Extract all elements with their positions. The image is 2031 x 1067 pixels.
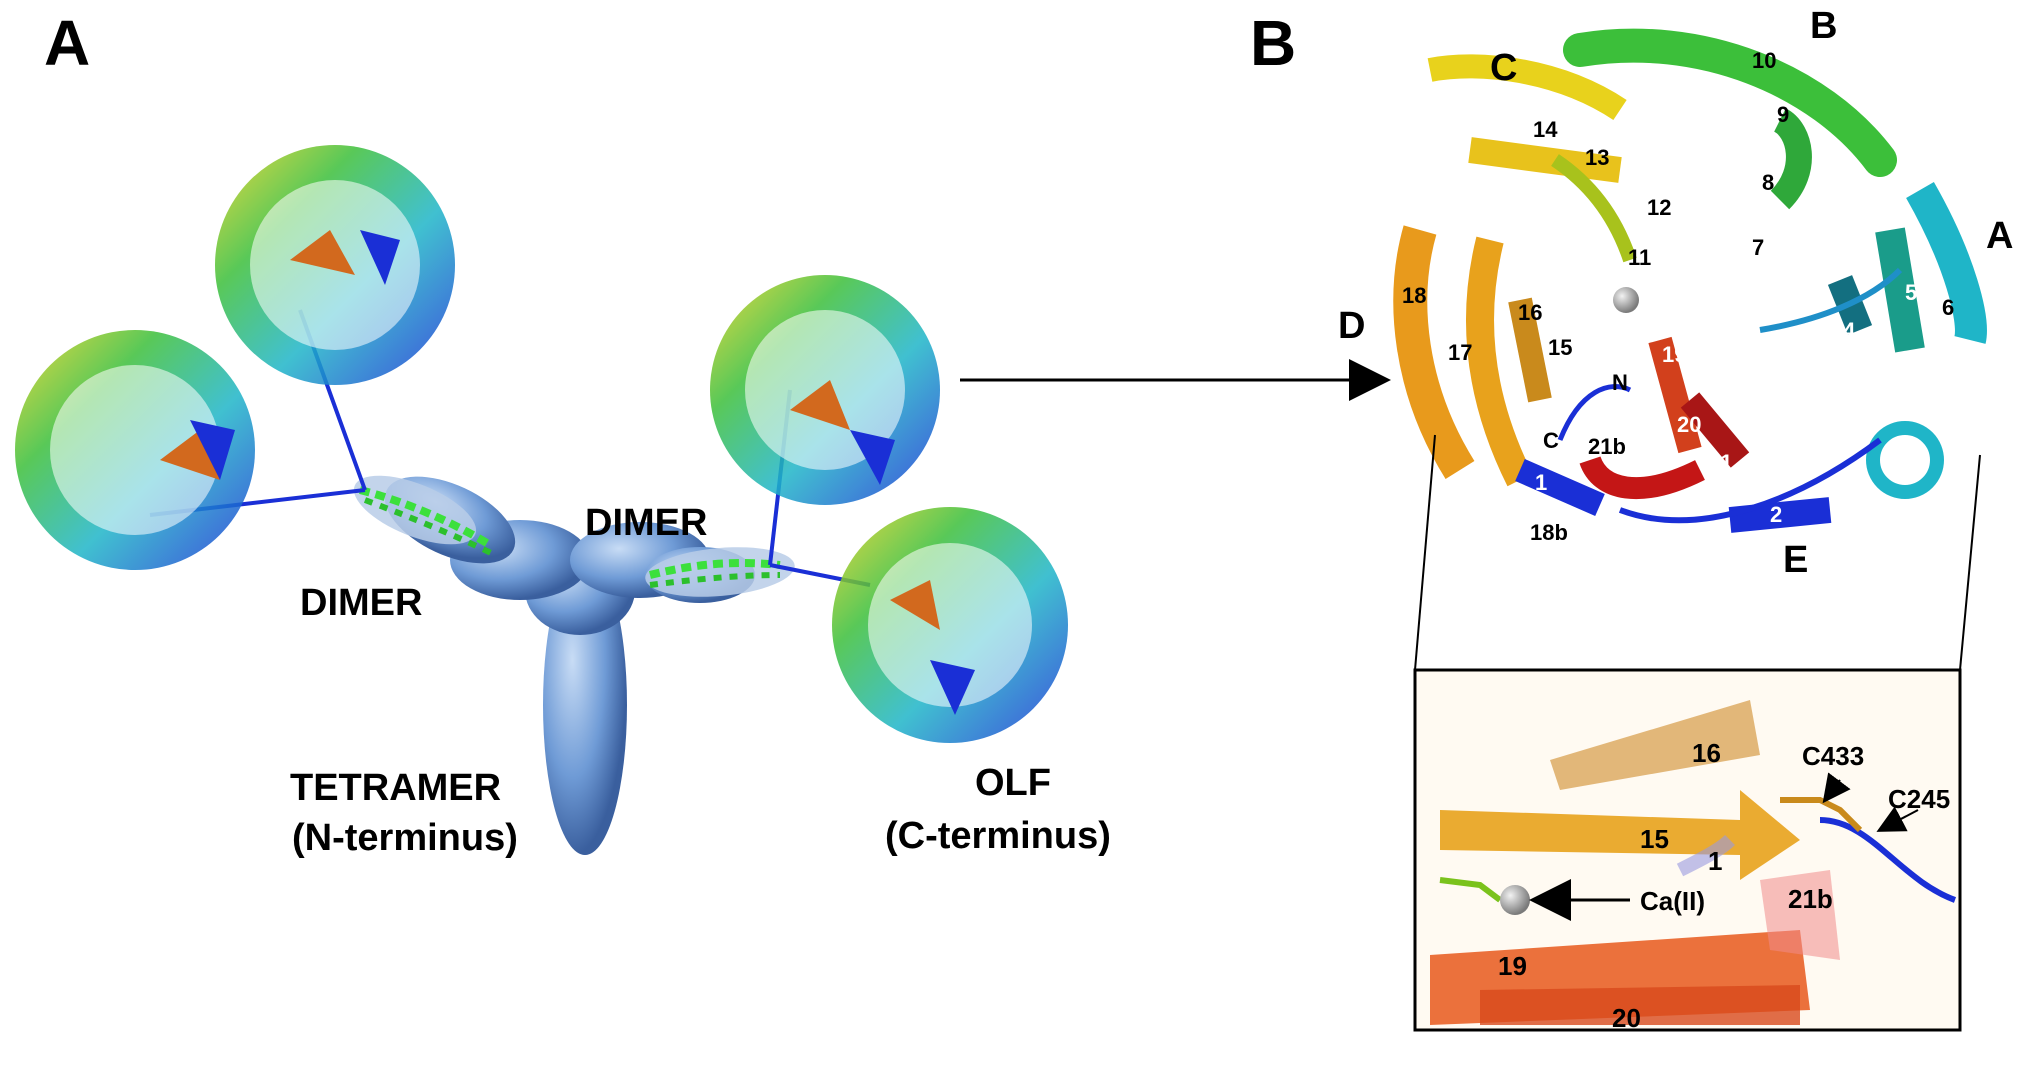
olf-label: OLF [975,762,1051,804]
svg-text:19: 19 [1662,342,1686,367]
svg-text:10: 10 [1752,48,1776,73]
propeller-cartoon [1393,28,1987,533]
svg-text:9: 9 [1777,102,1789,127]
svg-text:7: 7 [1752,235,1764,260]
svg-text:21: 21 [1708,450,1732,475]
svg-text:18: 18 [1402,283,1426,308]
svg-text:C245: C245 [1888,784,1950,814]
dimer-right-label: DIMER [585,502,707,544]
dimer-left-label: DIMER [300,582,422,624]
blade-c-label: C [1490,47,1517,89]
svg-text:16: 16 [1518,300,1542,325]
calcium-ion-icon [1613,287,1639,313]
svg-text:5: 5 [1905,280,1917,305]
strand-labels: 1 2 3 4 5 6 7 8 9 10 11 12 13 14 15 16 1… [1402,48,1954,545]
svg-text:21b: 21b [1788,884,1833,914]
svg-text:12: 12 [1647,195,1671,220]
svg-text:15: 15 [1640,824,1669,854]
svg-text:15: 15 [1548,335,1572,360]
blade-b-label: B [1810,5,1837,47]
svg-text:C: C [1543,428,1559,453]
svg-text:1: 1 [1535,470,1547,495]
olf-domain-top-left [215,145,455,385]
calcium-site-inset: 16 15 1 21b 19 20 C433 C245 Ca(II) [1413,668,1962,1033]
blade-d-label: D [1338,305,1365,347]
svg-text:17: 17 [1448,340,1472,365]
svg-text:18b: 18b [1530,520,1568,545]
panel-a: A [15,7,1391,859]
svg-text:20: 20 [1612,1003,1641,1033]
tetramer-spheres [353,475,795,855]
olf-sub-label: (C-terminus) [885,815,1111,857]
svg-text:2: 2 [1770,502,1782,527]
svg-text:20: 20 [1677,412,1701,437]
panel-a-label: A [44,7,90,79]
olf-domain-left [15,330,255,570]
inset-guide-left [1414,434,1436,671]
blade-a-label: A [1986,215,2013,257]
inset-guide-right [1959,454,1981,671]
tetramer-sub-label: (N-terminus) [292,817,518,859]
svg-text:16: 16 [1692,738,1721,768]
svg-text:19: 19 [1498,951,1527,981]
calcium-ion-icon [1500,885,1530,915]
svg-text:N: N [1612,370,1628,395]
svg-text:Ca(II): Ca(II) [1640,886,1705,916]
panel-b-label: B [1250,7,1296,79]
svg-text:4: 4 [1843,318,1856,343]
svg-text:14: 14 [1533,117,1558,142]
svg-text:8: 8 [1762,170,1774,195]
tetramer-label: TETRAMER [290,767,501,809]
svg-text:C433: C433 [1802,741,1864,771]
olf-domain-right-top [710,275,940,505]
svg-text:21b: 21b [1588,434,1626,459]
svg-text:13: 13 [1585,145,1609,170]
blade-e-label: E [1783,539,1808,581]
svg-text:11: 11 [1628,245,1651,270]
svg-text:1: 1 [1708,846,1722,876]
svg-text:6: 6 [1942,295,1954,320]
svg-text:3: 3 [1729,310,1741,335]
panel-b: B B A C D E [1250,5,2013,1033]
olf-domain-right-bottom [832,507,1068,743]
